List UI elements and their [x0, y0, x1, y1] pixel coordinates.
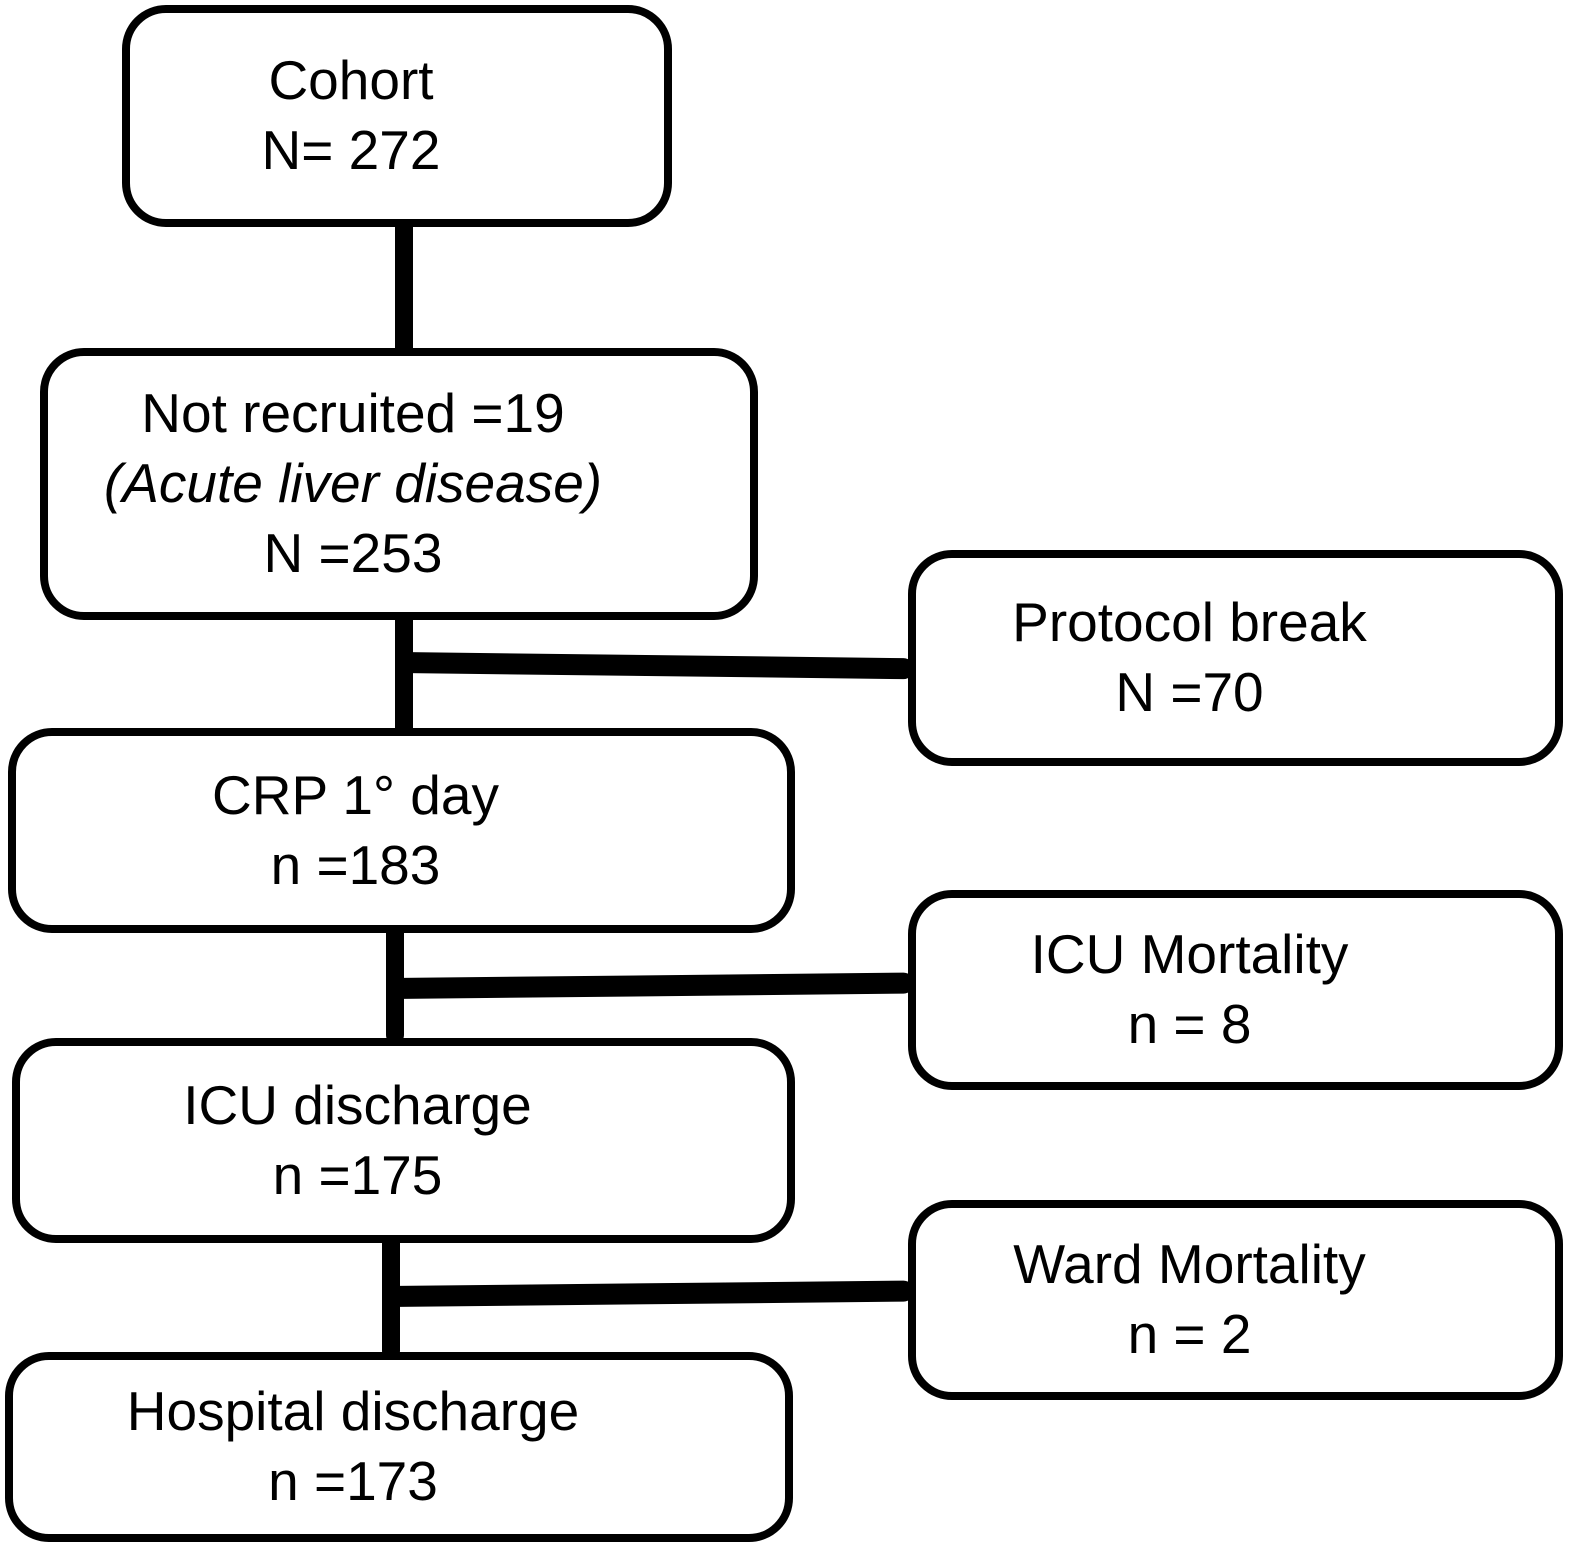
flow-box-ward-mortality: Ward Mortality n = 2	[908, 1200, 1563, 1400]
crp-day1-label: CRP 1° day	[212, 763, 499, 826]
flow-box-icu-mortality: ICU Mortality n = 8	[908, 890, 1563, 1090]
icu-mortality-label: ICU Mortality	[1030, 923, 1349, 986]
not-recruited-count: N =253	[263, 521, 443, 584]
icu-discharge-count: n =175	[272, 1143, 443, 1206]
cohort-count: N= 272	[261, 119, 441, 181]
not-recruited-reason: (Acute liver disease)	[103, 452, 603, 515]
branch-connector-icu-mortality	[391, 972, 915, 999]
flow-box-protocol-break: Protocol break N =70	[908, 550, 1563, 766]
icu-mortality-count: n = 8	[1127, 993, 1252, 1055]
crp-day1-count: n =183	[270, 833, 441, 896]
not-recruited-label: Not recruited =19	[141, 382, 565, 445]
icu-discharge-label: ICU discharge	[183, 1073, 532, 1136]
protocol-break-count: N =70	[1115, 661, 1264, 723]
ward-mortality-label: Ward Mortality	[1013, 1233, 1366, 1296]
flow-box-not-recruited: Not recruited =19 (Acute liver disease) …	[40, 348, 758, 620]
flow-box-cohort: Cohort N= 272	[122, 5, 672, 227]
connector-cohort-to-not-recruited	[395, 220, 413, 354]
flow-box-icu-discharge: ICU discharge n =175	[12, 1038, 795, 1243]
hospital-discharge-count: n =173	[268, 1450, 438, 1512]
flow-box-crp-day1: CRP 1° day n =183	[8, 728, 795, 933]
cohort-label: Cohort	[268, 49, 434, 112]
hospital-discharge-label: Hospital discharge	[126, 1380, 580, 1443]
ward-mortality-count: n = 2	[1127, 1303, 1252, 1365]
flow-box-hospital-discharge: Hospital discharge n =173	[5, 1352, 793, 1542]
protocol-break-label: Protocol break	[1012, 591, 1367, 654]
branch-connector-protocol-break	[399, 652, 915, 680]
connector-not-recruited-to-crp	[395, 614, 413, 740]
branch-connector-ward-mortality	[387, 1280, 915, 1307]
